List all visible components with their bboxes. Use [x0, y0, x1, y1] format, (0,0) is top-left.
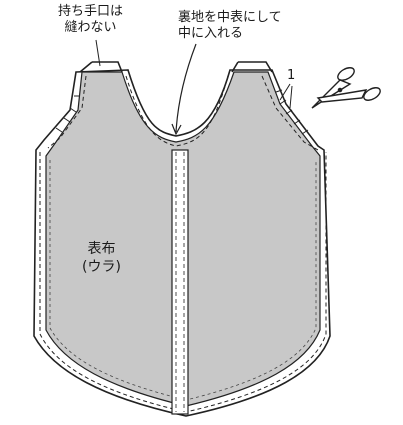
- step-marker-leader-a: [279, 83, 291, 101]
- right-clip-notches: [275, 89, 309, 135]
- lining-note-arrow: [175, 43, 197, 133]
- lining-inside-note: 裏地を中表にして 中に入れる: [178, 10, 282, 42]
- left-armhole-edge: [92, 61, 123, 73]
- step-marker: 1: [287, 68, 296, 83]
- left-armhole-stitch: [47, 75, 87, 149]
- right-armhole-edge: [238, 61, 273, 73]
- fabric-label-line2: (ウラ): [82, 259, 121, 275]
- step-marker-leader-b: [289, 85, 293, 109]
- handle-note-leader: [95, 39, 101, 67]
- handle-opening-note-line1: 持ち手口は: [58, 4, 124, 19]
- neckline-stitch: [125, 75, 229, 147]
- handle-opening-note: 持ち手口は 縫わない: [58, 4, 123, 36]
- lining-note-arrowhead: [171, 123, 182, 136]
- handle-opening-note-line2: 縫わない: [64, 20, 117, 35]
- center-seam-strip: [171, 149, 189, 415]
- right-armhole-stitch: [261, 75, 319, 151]
- lining-inside-note-line1: 裏地を中表にして: [178, 10, 282, 25]
- lining-inside-note-line2: 中に入れる: [178, 26, 244, 41]
- scissors-icon: [311, 67, 381, 109]
- right-strap-top: [231, 61, 239, 73]
- fabric-label-line1: 表布: [87, 241, 116, 257]
- left-strap-top: [79, 61, 93, 73]
- fabric-label: 表布 (ウラ): [82, 240, 121, 276]
- left-clip-notches: [55, 95, 80, 133]
